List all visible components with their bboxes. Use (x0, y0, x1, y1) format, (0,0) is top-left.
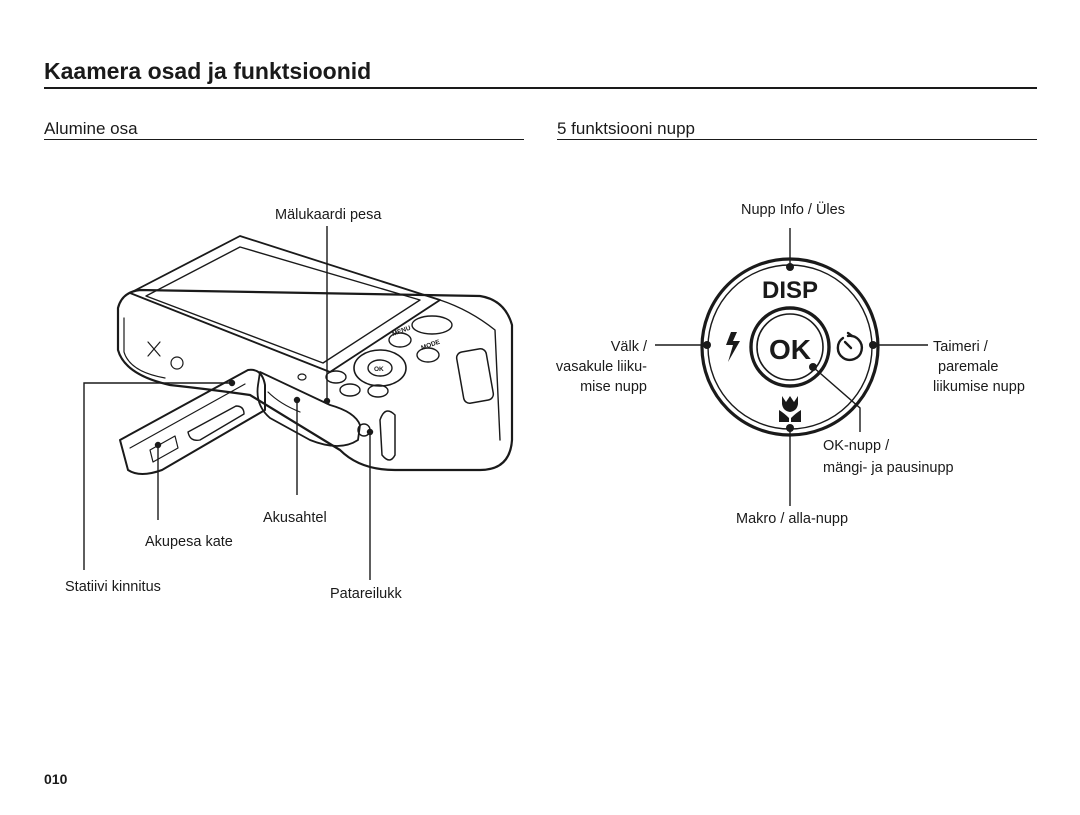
label-info-up: Nupp Info / Üles (741, 202, 845, 218)
flash-icon (726, 332, 740, 362)
label-card-slot: Mälukaardi pesa (275, 207, 382, 223)
label-timer-line1: Taimeri / (933, 339, 988, 355)
label-battery-cover: Akupesa kate (145, 534, 233, 550)
camera-ok-label: OK (374, 366, 384, 373)
macro-icon (779, 396, 801, 422)
label-timer-line3: liikumise nupp (933, 379, 1025, 395)
section-rule-bottom (44, 139, 524, 140)
section-title-five-function: 5 funktsiooni nupp (557, 119, 695, 138)
ok-button-label: OK (769, 334, 811, 365)
label-flash-line2: vasakule liiku- (555, 359, 647, 375)
label-ok-line2: mängi- ja pausinupp (823, 460, 954, 476)
timer-icon (836, 331, 863, 362)
label-flash-line1: Välk / (610, 339, 647, 355)
label-tripod-mount: Statiivi kinnitus (65, 579, 161, 595)
page-title: Kaamera osad ja funktsioonid (44, 58, 372, 84)
label-timer-line2: paremale (938, 359, 999, 375)
label-battery-lock: Patareilukk (330, 586, 402, 602)
label-flash-line3: mise nupp (580, 379, 647, 395)
label-ok-line1: OK-nupp / (823, 438, 890, 454)
section-title-bottom: Alumine osa (44, 119, 138, 138)
page-number: 010 (44, 771, 68, 787)
section-rule-five-function (557, 139, 1037, 140)
title-rule (44, 87, 1037, 89)
disp-label: DISP (762, 277, 818, 304)
label-macro-down: Makro / alla-nupp (736, 511, 849, 527)
label-battery-chamber: Akusahtel (263, 510, 327, 526)
